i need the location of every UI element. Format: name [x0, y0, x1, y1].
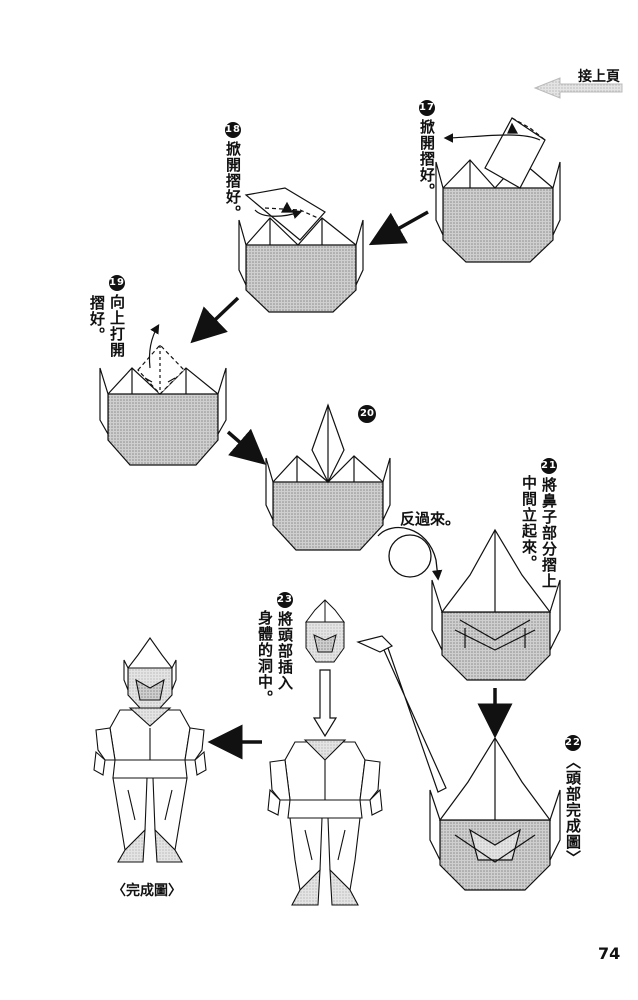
step-18-model [238, 187, 364, 313]
step-22-model [429, 736, 561, 891]
step-19-number: 19 [109, 275, 125, 291]
step-20-model [265, 403, 391, 551]
step-21-model [431, 528, 561, 681]
step-22-instruction: 22〈頭部完成圖〉 [564, 735, 582, 866]
completed-figure-label: 〈完成圖〉 [112, 883, 182, 899]
continue-from-previous-label: 接上頁 [578, 69, 620, 85]
step-18-number: 18 [225, 122, 241, 138]
head-reuse-arrow [356, 635, 447, 793]
step-17-number: 17 [419, 100, 435, 116]
step-19-model [99, 323, 227, 466]
step-23-instruction-line2: 身體的洞中。 [256, 610, 274, 706]
arrow-18-to-19 [190, 296, 240, 344]
continue-arrow-icon [533, 77, 623, 99]
step-23-instruction: 23將頭部插入 [276, 592, 294, 691]
page-number: 74 [598, 944, 621, 963]
step-21-instruction: 21將鼻子部分摺上 [540, 458, 558, 589]
step-21-number: 21 [541, 458, 557, 474]
step-18-instruction: 18掀開摺好。 [224, 122, 242, 221]
body-model [267, 739, 383, 906]
step-17-instruction: 17掀開摺好。 [418, 100, 436, 199]
insert-down-arrow [312, 669, 338, 738]
flow-arrows [190, 210, 513, 760]
small-head-model [305, 599, 345, 663]
flip-over-label: 反過來。 [400, 510, 461, 528]
step-19-instruction-line2: 摺好。 [88, 295, 106, 343]
completed-figure-model [93, 637, 207, 863]
step-23-number: 23 [277, 592, 293, 608]
step-17-model [435, 117, 561, 263]
arrow-17-to-18 [368, 210, 429, 246]
step-20-number: 20 [358, 405, 376, 423]
arrow-19-to-20 [226, 428, 266, 465]
step-22-number: 22 [565, 735, 581, 751]
flip-over-icon [377, 527, 443, 581]
step-21-instruction-line2: 中間立起來。 [520, 475, 538, 571]
step-19-instruction: 19向上打開 [108, 275, 126, 358]
